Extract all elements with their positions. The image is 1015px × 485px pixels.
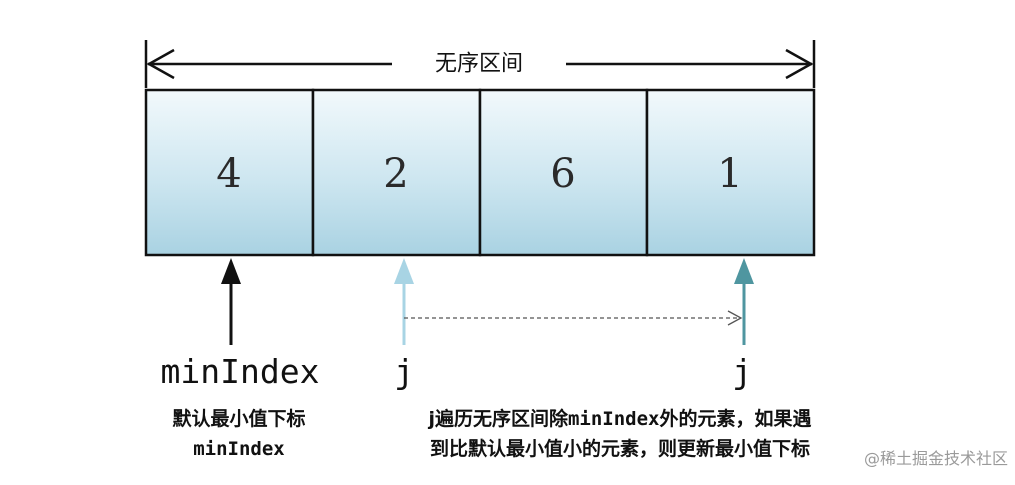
array: 4 2 6 1: [144, 88, 816, 257]
range-label: 无序区间: [435, 52, 523, 77]
watermark: @稀土掘金技术社区: [863, 449, 1008, 468]
j-caption-line1-prefix: j遍历无序区间除: [428, 408, 568, 430]
min-index-caption-line2: minIndex: [193, 438, 285, 460]
min-index-caption-line1: 默认最小值下标: [172, 408, 306, 430]
j-caption-line2: 到比默认最小值小的元素，则更新最小值下标: [429, 438, 810, 460]
j-start-label: j: [394, 352, 414, 391]
array-value-3: 1: [717, 151, 742, 197]
range-bracket: 无序区间: [144, 40, 816, 88]
min-index-label: minIndex: [160, 352, 320, 391]
j-caption-line1: j遍历无序区间除minIndex外的元素，如果遇: [340, 404, 900, 434]
array-value-0: 4: [216, 151, 241, 197]
range-right-arrowhead: [785, 48, 814, 80]
min-index-caption: 默认最小值下标 minIndex: [144, 404, 334, 464]
j-caption-line1-suffix: 外的元素，如果遇: [659, 408, 812, 430]
array-cell-3: [645, 88, 816, 257]
j-end-label: j: [732, 352, 752, 391]
array-value-1: 2: [383, 151, 408, 197]
traversal-dashed-arrow: [404, 310, 743, 326]
range-left-arrowhead: [146, 48, 175, 80]
array-cell-1: [311, 88, 482, 257]
j-caption-line1-code: minIndex: [567, 408, 660, 430]
j-end-arrow: [734, 258, 754, 345]
j-start-arrow: [394, 258, 414, 345]
array-value-2: 6: [550, 151, 575, 197]
min-index-arrow: [221, 258, 241, 345]
array-cell-2: [478, 88, 649, 257]
j-caption: j遍历无序区间除minIndex外的元素，如果遇 到比默认最小值小的元素，则更新…: [340, 404, 900, 464]
